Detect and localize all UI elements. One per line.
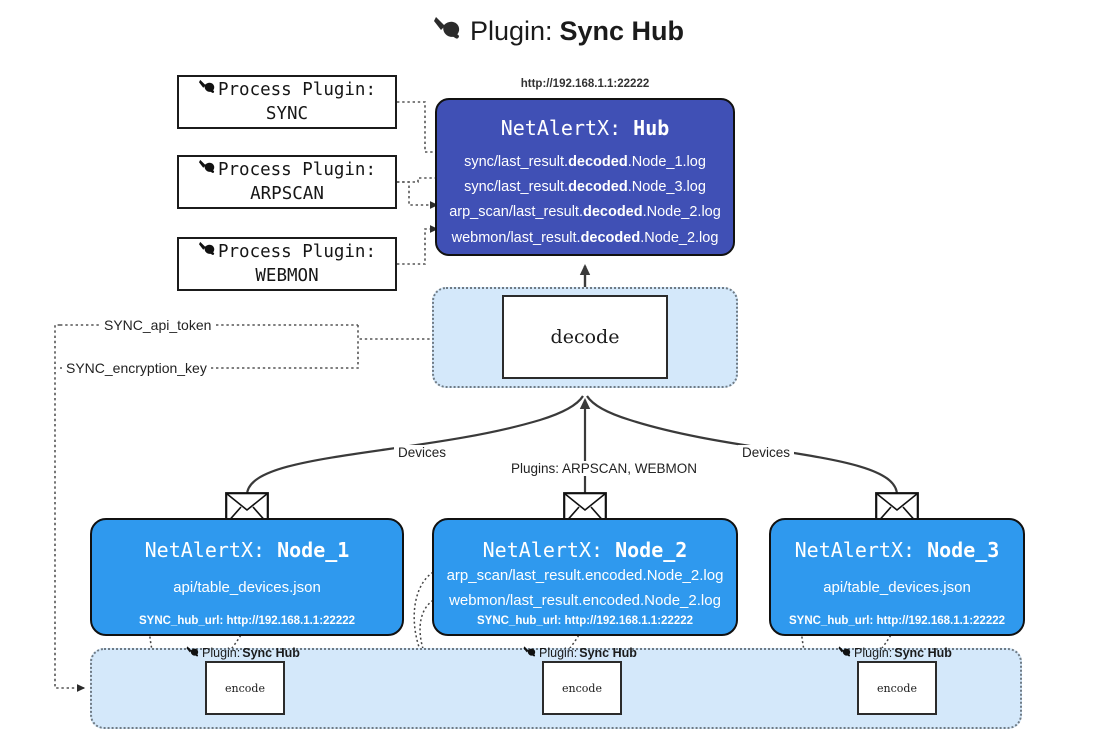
- node1-line-1: api/table_devices.json: [173, 579, 321, 597]
- node2-line-2: webmon/last_result.encoded.Node_2.log: [449, 591, 721, 609]
- process-plugin-head: Process Plugin:: [217, 241, 377, 262]
- process-plugin-sync[interactable]: Process Plugin: SYNC: [177, 75, 397, 129]
- hub-url-label: http://192.168.1.1:22222: [520, 78, 650, 90]
- node3-line-1: api/table_devices.json: [823, 579, 971, 597]
- encode-box-node1[interactable]: encode: [205, 661, 285, 715]
- encode-box-node2[interactable]: encode: [542, 661, 622, 715]
- process-plugin-webmon[interactable]: Process Plugin: WEBMON: [177, 237, 397, 291]
- plug-icon: [198, 78, 217, 102]
- encode-caption-node1: Plugin: Sync Hub: [186, 645, 300, 661]
- node-box-node3[interactable]: NetAlertX: Node_3 api/table_devices.json…: [769, 518, 1025, 636]
- encode-caption-node3: Plugin: Sync Hub: [838, 645, 952, 661]
- edge-webmon-plugin-to-log4: [397, 225, 439, 265]
- sync-encryption-key-label: SYNC_encryption_key: [62, 360, 211, 376]
- edge-label-devices-right: Devices: [738, 445, 795, 460]
- node2-line-1: arp_scan/last_result.encoded.Node_2.log: [446, 566, 724, 584]
- hub-box[interactable]: NetAlertX: Hub sync/last_result.decoded.…: [435, 98, 735, 256]
- sync-api-token-label: SYNC_api_token: [100, 317, 216, 333]
- encode-caption-node2: Plugin: Sync Hub: [523, 645, 637, 661]
- node1-title: NetAlertX: Node_1: [144, 538, 350, 562]
- decode-box[interactable]: decode: [502, 295, 668, 379]
- node3-hub-url: SYNC_hub_url: http://192.168.1.1:22222: [788, 615, 1006, 627]
- hub-log-line-2: sync/last_result.decoded.Node_3.log: [464, 179, 706, 196]
- node2-title: NetAlertX: Node_2: [482, 538, 688, 562]
- plug-icon: [186, 645, 200, 661]
- node-box-node2[interactable]: NetAlertX: Node_2 arp_scan/last_result.e…: [432, 518, 738, 636]
- plug-icon: [198, 158, 217, 182]
- hub-title-name: Hub: [633, 116, 670, 140]
- hub-log-line-3: arp_scan/last_result.decoded.Node_2.log: [449, 204, 721, 221]
- hub-log-line-1: sync/last_result.decoded.Node_1.log: [464, 154, 706, 170]
- plug-icon: [523, 645, 537, 661]
- hub-title: NetAlertX: Hub: [501, 116, 670, 140]
- hub-title-prefix: NetAlertX:: [500, 116, 634, 140]
- edge-arpscan-plugin-to-log3: [397, 181, 439, 209]
- process-plugin-head: Process Plugin:: [217, 79, 377, 100]
- page-title: Plugin: Sync Hub: [0, 14, 1117, 49]
- plug-icon: [433, 14, 463, 49]
- node-box-node1[interactable]: NetAlertX: Node_1 api/table_devices.json…: [90, 518, 404, 636]
- plug-icon: [198, 240, 217, 264]
- process-plugin-head: Process Plugin:: [217, 159, 377, 180]
- node1-hub-url: SYNC_hub_url: http://192.168.1.1:22222: [138, 615, 356, 627]
- node2-hub-url: SYNC_hub_url: http://192.168.1.1:22222: [476, 615, 694, 627]
- edge-label-devices-left: Devices: [394, 445, 451, 460]
- edge-label-plugins-center: Plugins: ARPSCAN, WEBMON: [507, 461, 702, 476]
- process-plugin-arpscan[interactable]: Process Plugin: ARPSCAN: [177, 155, 397, 209]
- process-plugin-name: ARPSCAN: [250, 183, 324, 204]
- edge-credentials-to-encode-band: [54, 324, 86, 692]
- encode-box-node3[interactable]: encode: [857, 661, 937, 715]
- page-title-prefix: Plugin:: [469, 16, 553, 46]
- process-plugin-name: SYNC: [265, 103, 309, 124]
- page-title-name: Sync Hub: [559, 16, 685, 46]
- plug-icon: [838, 645, 852, 661]
- process-plugin-name: WEBMON: [255, 265, 319, 286]
- hub-log-line-4: webmon/last_result.decoded.Node_2.log: [451, 229, 719, 246]
- node3-title: NetAlertX: Node_3: [794, 538, 1000, 562]
